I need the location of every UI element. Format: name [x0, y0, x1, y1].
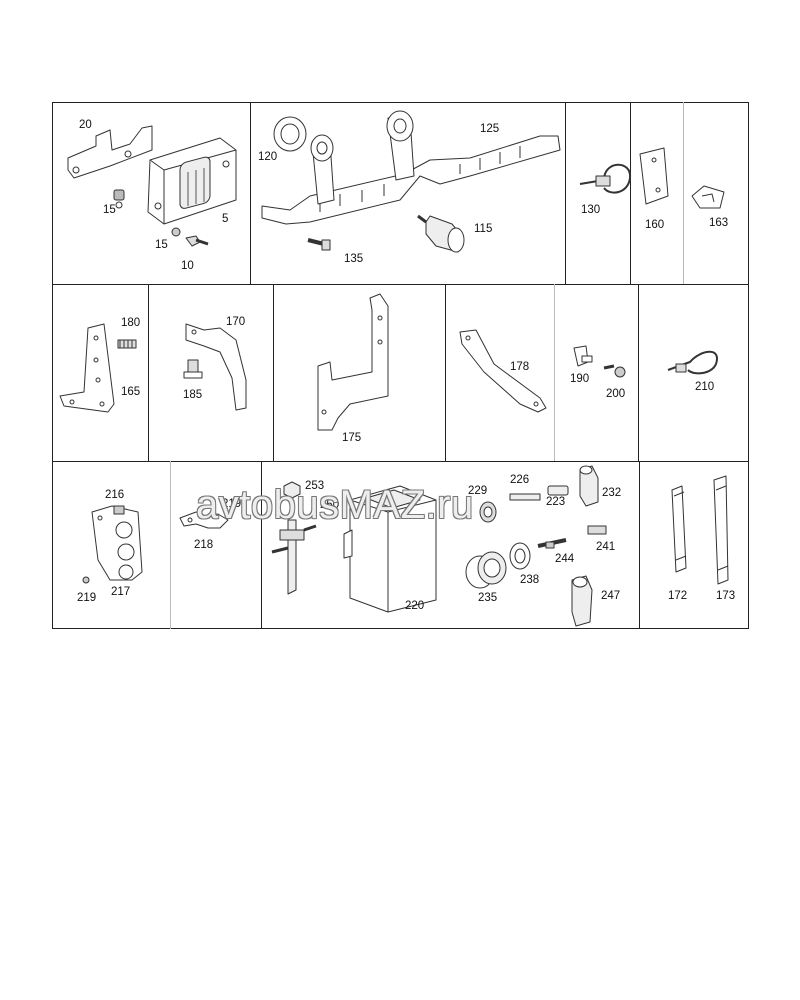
- part-number-label: 178: [510, 361, 530, 373]
- part-number-label: 130: [581, 204, 601, 216]
- strip-173-drawing: [713, 475, 729, 585]
- bracket-175-drawing: [317, 293, 389, 431]
- part-number-label: 173: [716, 590, 736, 602]
- stud-180-drawing: [117, 339, 137, 349]
- nut-216-drawing: [113, 505, 125, 515]
- part-number-label: 210: [695, 381, 715, 393]
- connector-244-drawing: [537, 538, 567, 549]
- box-220-drawing: [343, 485, 437, 613]
- sensor-115-drawing: [417, 214, 465, 253]
- bolt-135-drawing: [307, 238, 331, 251]
- part-number-label: 170: [226, 316, 246, 328]
- part-number-label: 232: [602, 487, 622, 499]
- part-number-label: 218: [194, 539, 214, 551]
- cell-divider: [445, 284, 446, 461]
- bracket-20-drawing: [67, 125, 153, 179]
- connector-241-drawing: [587, 525, 607, 535]
- part-number-label: 219: [77, 592, 97, 604]
- part-number-label: 175: [342, 432, 362, 444]
- harness-rail-125-drawing: [261, 110, 561, 225]
- cell-divider: [148, 284, 149, 461]
- part-number-label: 160: [645, 219, 665, 231]
- screw-200-drawing: [603, 364, 626, 378]
- part-number-label: 135: [344, 253, 364, 265]
- part-number-label: 125: [480, 123, 500, 135]
- cell-divider: [273, 284, 274, 461]
- connector-229-drawing: [479, 501, 497, 523]
- part-number-label: 185: [183, 389, 203, 401]
- clip-190-drawing: [573, 345, 593, 367]
- cell-divider: [554, 284, 555, 461]
- nut-253-drawing: [283, 481, 301, 499]
- control-unit-drawing: [147, 137, 237, 225]
- part-number-label: 253: [305, 480, 325, 492]
- part-number-label: 20: [79, 119, 92, 131]
- cell-divider: [639, 461, 640, 629]
- part-number-label: 229: [468, 485, 488, 497]
- nut-219-drawing: [82, 576, 90, 584]
- plate-160-drawing: [639, 147, 669, 205]
- elbow-247-drawing: [571, 575, 593, 627]
- bolt-185-drawing: [183, 359, 203, 379]
- part-number-label: 165: [121, 386, 141, 398]
- part-number-label: 180: [121, 317, 141, 329]
- part-number-label: 241: [596, 541, 616, 553]
- cell-divider: [565, 102, 566, 284]
- part-number-label: 235: [478, 592, 498, 604]
- terminal-223-drawing: [547, 485, 569, 496]
- part-number-label: 220: [405, 600, 425, 612]
- cell-divider: [683, 102, 684, 284]
- plate-217-drawing: [91, 505, 143, 581]
- screw-15-drawing: [113, 189, 125, 209]
- bracket-218-drawing: [179, 511, 229, 529]
- ring-120-drawing: [273, 116, 307, 152]
- part-number-label: 15: [103, 204, 116, 216]
- part-number-label: 244: [555, 553, 575, 565]
- strip-172-drawing: [671, 485, 687, 573]
- row-divider-1: [52, 284, 749, 285]
- screw-10-drawing: [171, 227, 209, 247]
- part-number-label: 250: [320, 499, 340, 511]
- part-number-label: 216: [105, 489, 125, 501]
- part-number-label: 200: [606, 388, 626, 400]
- fitting-250-drawing: [271, 519, 317, 595]
- cell-divider: [170, 461, 171, 629]
- cell-divider: [261, 461, 262, 629]
- part-number-label: 115: [474, 223, 493, 235]
- bracket-165-drawing: [59, 323, 115, 413]
- part-number-label: 163: [709, 217, 729, 229]
- cell-divider: [250, 102, 251, 284]
- bracket-178-drawing: [459, 329, 547, 413]
- cable-tie-210-drawing: [667, 350, 719, 375]
- part-number-label: 219: [222, 498, 242, 510]
- parts-diagram-frame: [52, 102, 749, 629]
- housing-235-drawing: [465, 551, 507, 589]
- row-divider-2: [52, 461, 749, 462]
- grommet-238-drawing: [509, 542, 531, 570]
- part-number-label: 238: [520, 574, 540, 586]
- clip-163-drawing: [691, 185, 725, 209]
- cell-divider: [630, 102, 631, 284]
- part-number-label: 217: [111, 586, 131, 598]
- part-number-label: 15: [155, 239, 168, 251]
- clamp-130-drawing: [579, 163, 632, 194]
- part-number-label: 190: [570, 373, 590, 385]
- bracket-170-drawing: [185, 323, 247, 411]
- part-number-label: 10: [181, 260, 194, 272]
- pin-226-drawing: [509, 493, 541, 501]
- cell-divider: [638, 284, 639, 461]
- part-number-label: 120: [258, 151, 278, 163]
- part-number-label: 223: [546, 496, 566, 508]
- part-number-label: 226: [510, 474, 530, 486]
- part-number-label: 247: [601, 590, 621, 602]
- elbow-232-drawing: [579, 465, 599, 507]
- part-number-label: 172: [668, 590, 688, 602]
- part-number-label: 5: [222, 213, 229, 225]
